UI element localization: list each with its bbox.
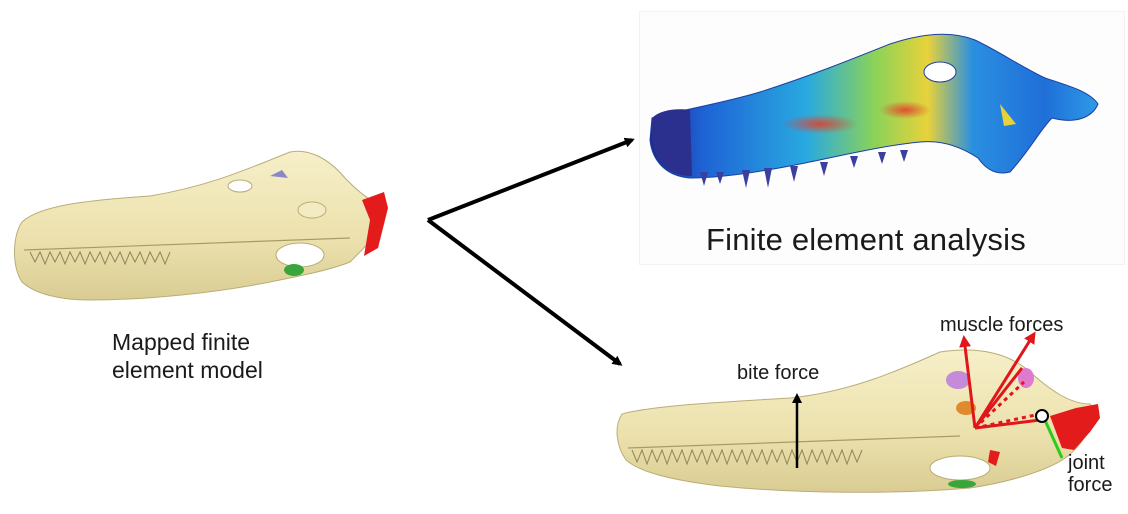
muscle-force-arrow-1: [959, 335, 977, 429]
force-vectors: [792, 331, 1064, 468]
joint-force-line: [1042, 417, 1064, 459]
free-body-skull: [616, 349, 1100, 493]
mapped-skull-model: [14, 150, 388, 301]
fea-caption: Finite element analysis: [706, 222, 1026, 257]
mapped-model-caption: Mapped finite element model: [112, 328, 263, 384]
joint-force-label: joint force: [1068, 452, 1112, 496]
branch-arrows: [426, 137, 635, 366]
muscle-force-line-3: [973, 367, 1024, 429]
fea-contour-skull: [649, 33, 1099, 188]
mapped-model-caption-line1: Mapped finite: [112, 329, 251, 355]
jaw-joint-marker: [1035, 409, 1049, 423]
mapped-model-caption-line2: element model: [112, 357, 263, 383]
bite-force-label: bite force: [737, 362, 820, 384]
muscle-forces-label: muscle forces: [940, 314, 1064, 336]
muscle-force-arrow-2: [973, 331, 1036, 429]
joint-force-label-line2: force: [1068, 474, 1113, 496]
joint-force-label-line1: joint: [1068, 452, 1105, 474]
muscle-force-line-4: [974, 418, 1041, 430]
muscle-force-dotted-2: [973, 380, 1026, 430]
